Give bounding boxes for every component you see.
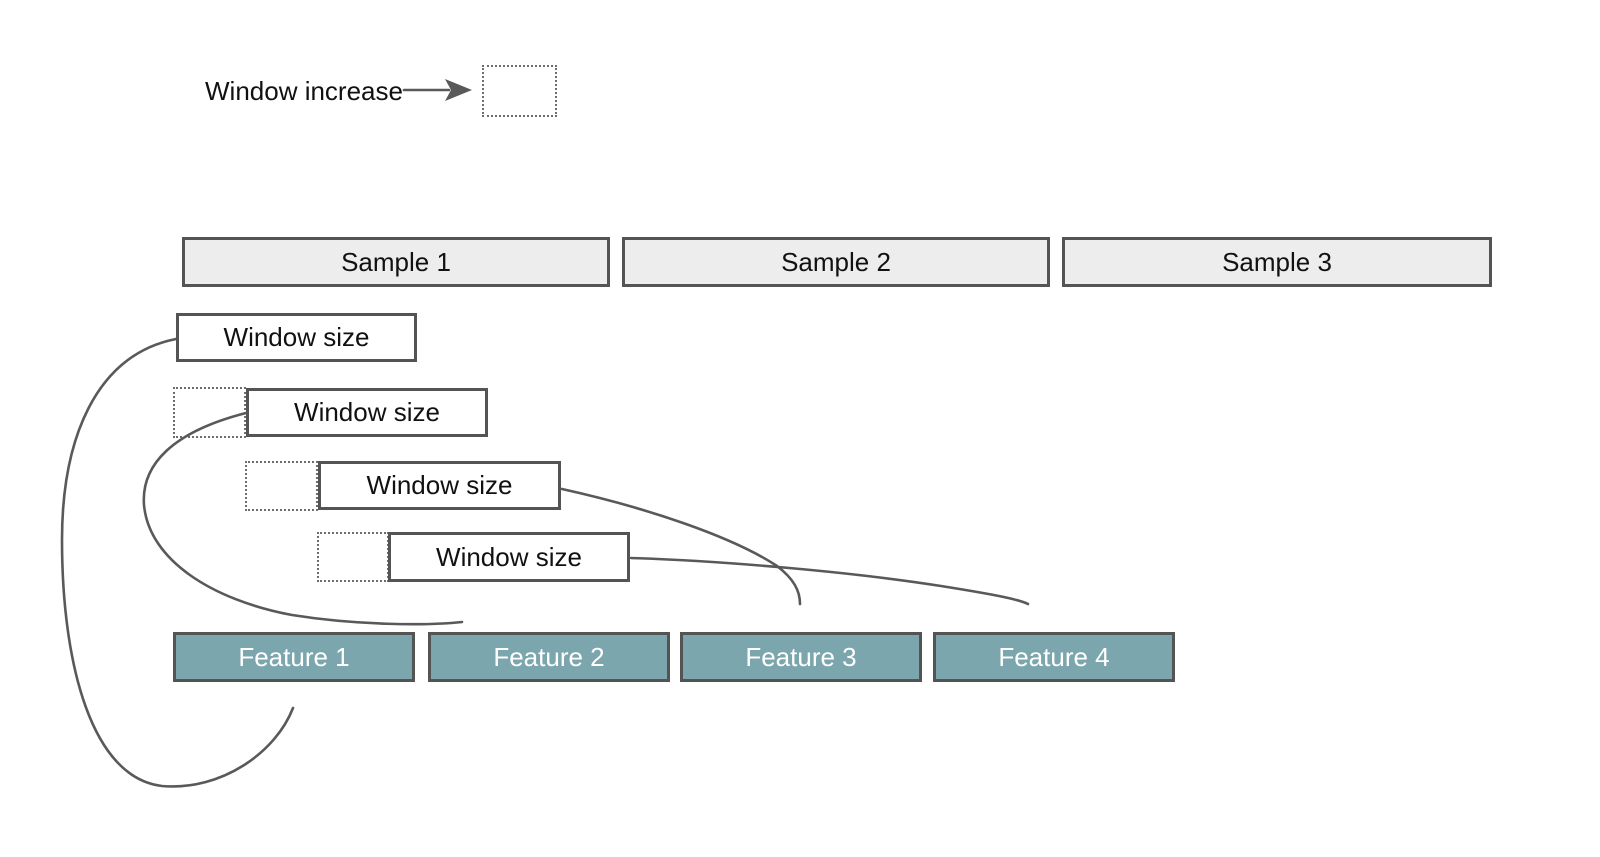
window-size-box-3: Window size <box>318 461 561 510</box>
feature-label: Feature 2 <box>493 641 605 672</box>
sample-box-1: Sample 1 <box>182 237 610 287</box>
sample-label: Sample 2 <box>781 246 891 277</box>
legend-label: Window increase <box>205 76 403 106</box>
window-size-box-2: Window size <box>246 388 488 437</box>
sample-box-3: Sample 3 <box>1062 237 1492 287</box>
window-size-label: Window size <box>294 397 440 427</box>
sample-box-2: Sample 2 <box>622 237 1050 287</box>
window-size-box-1: Window size <box>176 313 417 362</box>
window-size-label: Window size <box>436 541 582 572</box>
feature-label: Feature 1 <box>238 641 350 672</box>
feature-box-2: Feature 2 <box>428 632 670 682</box>
arrow-right-icon <box>445 79 472 101</box>
window-size-label: Window size <box>366 470 513 500</box>
feature-label: Feature 4 <box>998 641 1110 672</box>
feature-label: Feature 3 <box>745 641 857 672</box>
window-increase-box-2 <box>173 387 246 438</box>
sample-label: Sample 1 <box>341 246 451 277</box>
window-size-box-4: Window size <box>388 532 630 582</box>
connector-window4-feature4 <box>629 556 1030 606</box>
window-increase-box-4 <box>317 532 389 582</box>
connector-window2-feature2 <box>142 411 464 626</box>
feature-box-1: Feature 1 <box>173 632 415 682</box>
window-increase-box-3 <box>245 461 318 511</box>
sample-label: Sample 3 <box>1222 246 1332 277</box>
feature-box-4: Feature 4 <box>933 632 1175 682</box>
window-increase-swatch <box>482 65 557 117</box>
feature-box-3: Feature 3 <box>680 632 922 682</box>
window-size-label: Window size <box>223 322 370 352</box>
